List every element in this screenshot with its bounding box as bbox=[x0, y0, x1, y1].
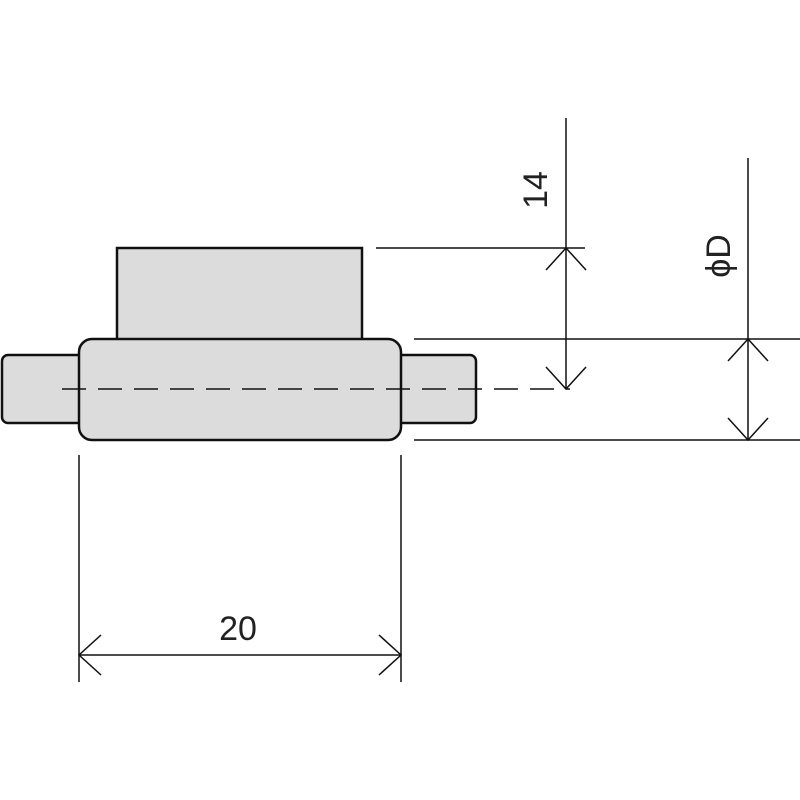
top-block bbox=[115, 246, 364, 342]
part bbox=[0, 246, 478, 442]
arrow-height-top bbox=[545, 246, 587, 271]
length-label: 20 bbox=[219, 610, 257, 648]
dimension-height bbox=[545, 118, 587, 391]
extension-lines bbox=[78, 247, 800, 682]
arrow-height-bottom bbox=[545, 366, 587, 391]
dimension-diameter bbox=[727, 158, 769, 442]
diameter-label: ϕD bbox=[700, 234, 738, 278]
arrow-diameter-bottom bbox=[727, 417, 769, 442]
arrow-diameter-top bbox=[727, 337, 769, 362]
arrow-length-right bbox=[378, 634, 403, 676]
arrow-length-left bbox=[77, 634, 102, 676]
height-label: 14 bbox=[517, 171, 555, 209]
dimension-length bbox=[77, 634, 403, 676]
